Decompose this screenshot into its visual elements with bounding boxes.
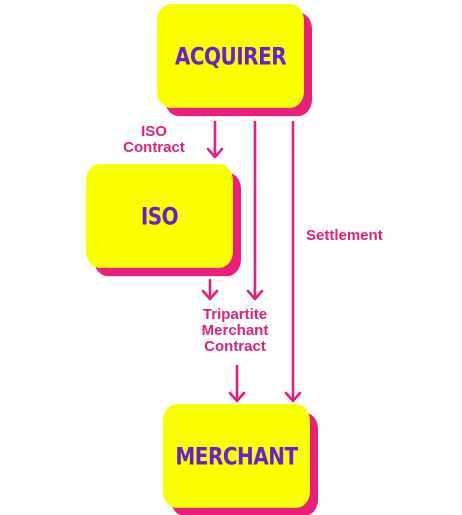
iso-label: ISO — [140, 201, 179, 231]
settlement-label: Settlement — [306, 227, 383, 244]
iso-contract-line-2: Contract — [123, 139, 185, 156]
tripartite-contract-label: Tripartite Merchant Contract — [186, 307, 284, 355]
acquirer-box: ACQUIRER — [157, 4, 304, 108]
merchant-label: MERCHANT — [175, 441, 298, 471]
iso-contract-line-1: ISO — [141, 123, 167, 140]
tripartite-line-3: Contract — [204, 338, 266, 355]
iso-box: ISO — [86, 164, 233, 268]
arrow-acquirer-to-tripartite — [246, 120, 264, 301]
arrow-tripartite-to-merchant — [228, 364, 246, 403]
tripartite-line-2: Merchant — [201, 322, 269, 339]
iso-contract-label: ISO Contract — [112, 124, 196, 156]
tripartite-line-1: Tripartite — [202, 306, 268, 323]
arrow-settlement — [284, 120, 302, 403]
arrow-iso-to-tripartite — [201, 278, 219, 301]
acquirer-label: ACQUIRER — [174, 41, 287, 71]
arrow-acquirer-to-iso — [206, 120, 224, 159]
merchant-box: MERCHANT — [163, 404, 310, 508]
